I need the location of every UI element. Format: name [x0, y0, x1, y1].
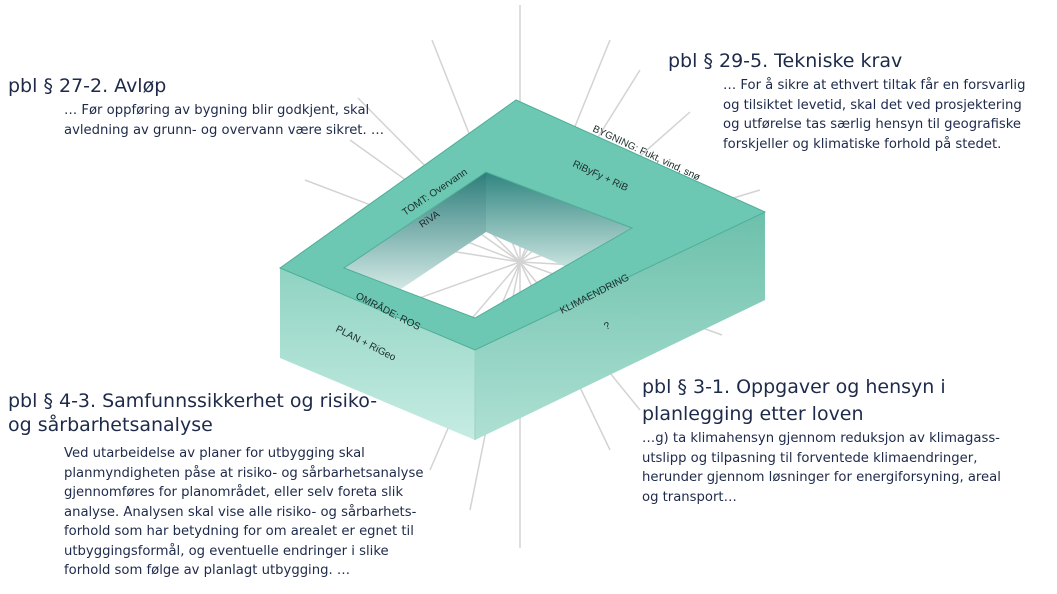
text-line: herunder gjennom løsninger for energifor…	[642, 470, 1001, 485]
text-line: og tilsiktet levetid, skal det ved prosj…	[723, 97, 1022, 113]
text-line: gjennomføres for planområdet, eller selv…	[64, 485, 404, 500]
text-line: …g) ta klimahensyn gjennom reduksjon av …	[642, 431, 1000, 446]
section-oppgaver-body: …g) ta klimahensyn gjennom reduksjon av …	[642, 429, 1001, 507]
text-line: avledning av grunn- og overvann være sik…	[64, 122, 385, 138]
text-line: forskjeller og klimatiske forhold på ste…	[723, 136, 1002, 152]
title-line: og sårbarhetsanalyse	[8, 414, 213, 436]
text-line: forhold som følge av planlagt utbygging.…	[64, 563, 351, 578]
frame-sides	[280, 212, 765, 440]
frame-top	[278, 99, 767, 351]
text-line: … For å sikre at ethvert tiltak får en f…	[723, 78, 1026, 93]
title-line: pbl § 4-3. Samfunnssikkerhet og risiko-	[8, 390, 378, 412]
text-line: og transport…	[642, 489, 737, 505]
section-avlop-title: pbl § 27-2. Avløp	[8, 75, 167, 97]
text-line: planmyndigheten påse at risiko- og sårba…	[64, 465, 424, 481]
text-line: og utførelse tas særlig hensyn til geogr…	[723, 117, 1022, 132]
text-line: forhold som har betydning for om arealet…	[64, 524, 414, 539]
section-avlop-body: … Før oppføring av bygning blir godkjent…	[64, 101, 384, 140]
title-line: pbl § 3-1. Oppgaver og hensyn i	[642, 376, 946, 398]
section-tekniske-title: pbl § 29-5. Tekniske krav	[668, 50, 903, 72]
section-samfunn-body: Ved utarbeidelse av planer for utbygging…	[64, 444, 423, 581]
label-question: ?	[602, 320, 612, 333]
text-line: utslipp og tilpasning til forventede kli…	[642, 450, 978, 466]
section-samfunn-title: pbl § 4-3. Samfunnssikkerhet og risiko- …	[8, 389, 377, 437]
text-line: utbyggingsformål, og eventuelle endringe…	[64, 543, 389, 559]
title-line: planlegging etter loven	[642, 403, 864, 425]
section-oppgaver-title: pbl § 3-1. Oppgaver og hensyn i planlegg…	[642, 374, 946, 428]
text-line: Ved utarbeidelse av planer for utbygging…	[64, 446, 365, 461]
text-line: analyse. Analysen skal vise alle risiko-…	[64, 504, 417, 520]
section-tekniske-body: … For å sikre at ethvert tiltak får en f…	[723, 76, 1025, 154]
text-line: … Før oppføring av bygning blir godkjent…	[64, 103, 370, 118]
